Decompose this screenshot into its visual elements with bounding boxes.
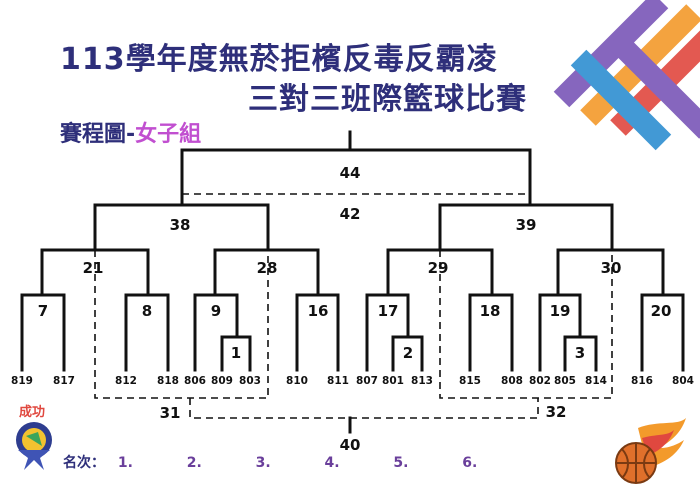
match-17: 17 [378, 302, 399, 320]
team-label: 805 [554, 375, 576, 387]
match-2: 2 [403, 344, 413, 362]
match-39: 39 [516, 216, 537, 234]
rank-2: 2. [186, 455, 202, 471]
rank-6: 6. [462, 455, 478, 471]
match-3: 3 [575, 344, 585, 362]
logo-lettering: 成功 [19, 404, 45, 420]
match-29: 29 [428, 259, 449, 277]
match-18: 18 [480, 302, 501, 320]
team-label: 804 [672, 375, 694, 387]
bracket-subtitle: 賽程圖-女子組 [60, 116, 201, 148]
match-38: 38 [170, 216, 191, 234]
rank-1: 1. [117, 455, 133, 471]
team-label: 818 [157, 375, 179, 387]
rank-3: 3. [255, 455, 271, 471]
match-21: 21 [83, 259, 104, 277]
match-19: 19 [550, 302, 571, 320]
team-label: 801 [382, 375, 404, 387]
match-8: 8 [142, 302, 152, 320]
team-label: 817 [53, 375, 75, 387]
ranking-row: 名次： 1. 2. 3. 4. 5. 6. [63, 452, 526, 472]
team-label: 814 [585, 375, 607, 387]
rank-5: 5. [393, 455, 409, 471]
match-44: 44 [340, 164, 361, 182]
subtitle-division: 女子組 [135, 122, 202, 147]
team-label: 810 [286, 375, 308, 387]
page-title-line1: 113學年度無菸拒檳反毒反霸凌 [60, 42, 498, 77]
school-logo: 成功 [16, 404, 52, 470]
subtitle-prefix: 賽程圖- [60, 122, 136, 147]
match-20: 20 [651, 302, 672, 320]
match-1: 1 [231, 344, 241, 362]
team-label: 807 [356, 375, 378, 387]
match-32: 32 [546, 403, 567, 421]
match-7: 7 [38, 302, 48, 320]
team-label: 806 [184, 375, 206, 387]
match-16: 16 [308, 302, 329, 320]
team-label: 809 [211, 375, 233, 387]
team-label: 802 [529, 375, 551, 387]
team-label: 813 [411, 375, 433, 387]
page-title-line2: 三對三班際籃球比賽 [248, 82, 527, 117]
team-label: 819 [11, 375, 33, 387]
flaming-basketball-icon [615, 418, 686, 484]
rank-4: 4. [324, 455, 340, 471]
team-label: 803 [239, 375, 261, 387]
team-label: 812 [115, 375, 137, 387]
match-40: 40 [340, 436, 361, 454]
team-label: 808 [501, 375, 523, 387]
team-label: 811 [327, 375, 349, 387]
team-label: 815 [459, 375, 481, 387]
match-31: 31 [160, 404, 181, 422]
match-30: 30 [601, 259, 622, 277]
match-42: 42 [340, 205, 361, 223]
match-9: 9 [211, 302, 221, 320]
ranking-label: 名次： [63, 455, 105, 471]
team-label: 816 [631, 375, 653, 387]
match-28: 28 [257, 259, 278, 277]
